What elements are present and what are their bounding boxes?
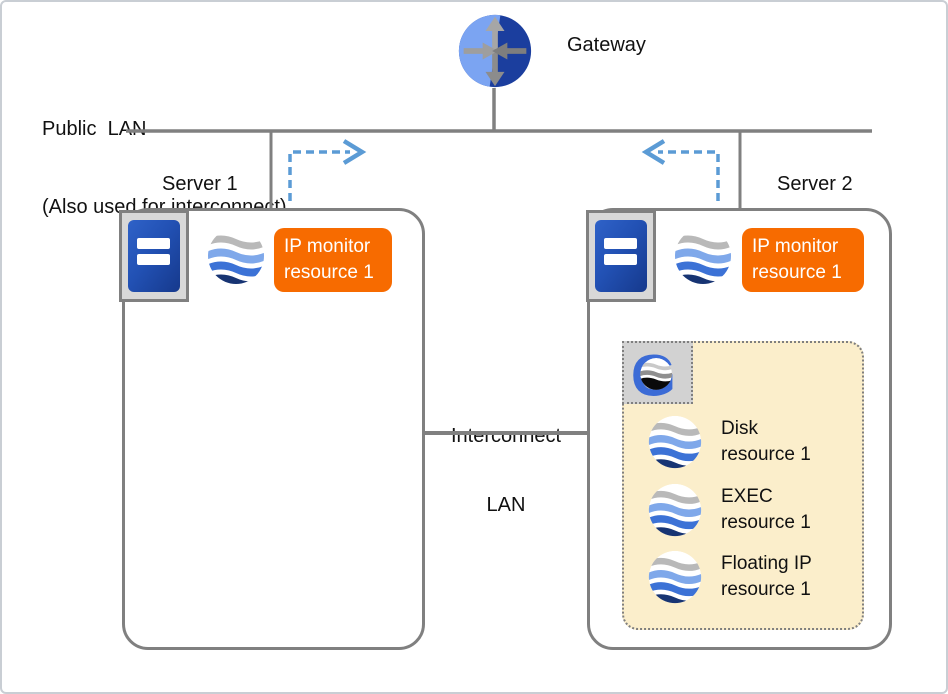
floating-ip-resource-line1: Floating IP <box>721 553 812 574</box>
server1-icon-bar <box>137 238 170 249</box>
failover-resource-disk: Disk resource 1 <box>647 414 811 470</box>
server1-icon-body <box>128 220 180 292</box>
server2-label: Server 2 <box>777 173 853 195</box>
server1-ip-monitor-resource: IP monitor resource 1 <box>274 228 392 292</box>
failover-resource-floating-ip: Floating IP resource 1 <box>647 549 812 605</box>
server2-icon-bar <box>604 238 637 249</box>
exec-resource-label: EXEC resource 1 <box>721 482 811 536</box>
server1-monitor-line2: resource 1 <box>284 262 374 283</box>
monitor-arrow-left-head <box>342 139 367 165</box>
gateway-label: Gateway <box>567 34 646 56</box>
server1-icon-bar <box>137 254 170 265</box>
disk-resource-label: Disk resource 1 <box>721 414 811 468</box>
gateway-router-icon <box>458 14 532 88</box>
failover-resource-exec: EXEC resource 1 <box>647 482 811 538</box>
server2-icon <box>586 210 656 302</box>
public-lan-line1: Public LAN <box>42 118 147 140</box>
server2-ip-monitor-resource: IP monitor resource 1 <box>742 228 864 292</box>
monitor-arrow-right <box>658 150 720 201</box>
monitor-arrow-right-head <box>641 139 666 165</box>
disk-resource-line2: resource 1 <box>721 444 811 465</box>
floating-ip-resource-wave-icon <box>647 549 703 605</box>
monitor-arrow-left <box>288 150 350 201</box>
server1-icon <box>119 210 189 302</box>
floating-ip-resource-line2: resource 1 <box>721 579 811 600</box>
server1-monitor-line1: IP monitor <box>284 236 371 257</box>
failover-group-icon: G <box>622 341 693 404</box>
server2-monitor-line2: resource 1 <box>752 262 842 283</box>
disk-resource-wave-icon <box>647 414 703 470</box>
server2-icon-body <box>595 220 647 292</box>
server2-monitor-line1: IP monitor <box>752 236 839 257</box>
server2-monitor-wave-icon <box>673 226 733 286</box>
server1-monitor-wave-icon <box>206 226 266 286</box>
interconnect-line1: Interconnect <box>450 425 562 447</box>
interconnect-line2: LAN <box>486 494 526 516</box>
floating-ip-resource-label: Floating IP resource 1 <box>721 549 812 603</box>
cluster-g-icon: G <box>630 344 675 402</box>
exec-resource-line2: resource 1 <box>721 512 811 533</box>
server2-icon-bar <box>604 254 637 265</box>
exec-resource-wave-icon <box>647 482 703 538</box>
interconnect-label: Interconnect LAN <box>422 379 590 563</box>
exec-resource-line1: EXEC <box>721 486 773 507</box>
server1-label: Server 1 <box>162 173 238 195</box>
disk-resource-line1: Disk <box>721 418 758 439</box>
